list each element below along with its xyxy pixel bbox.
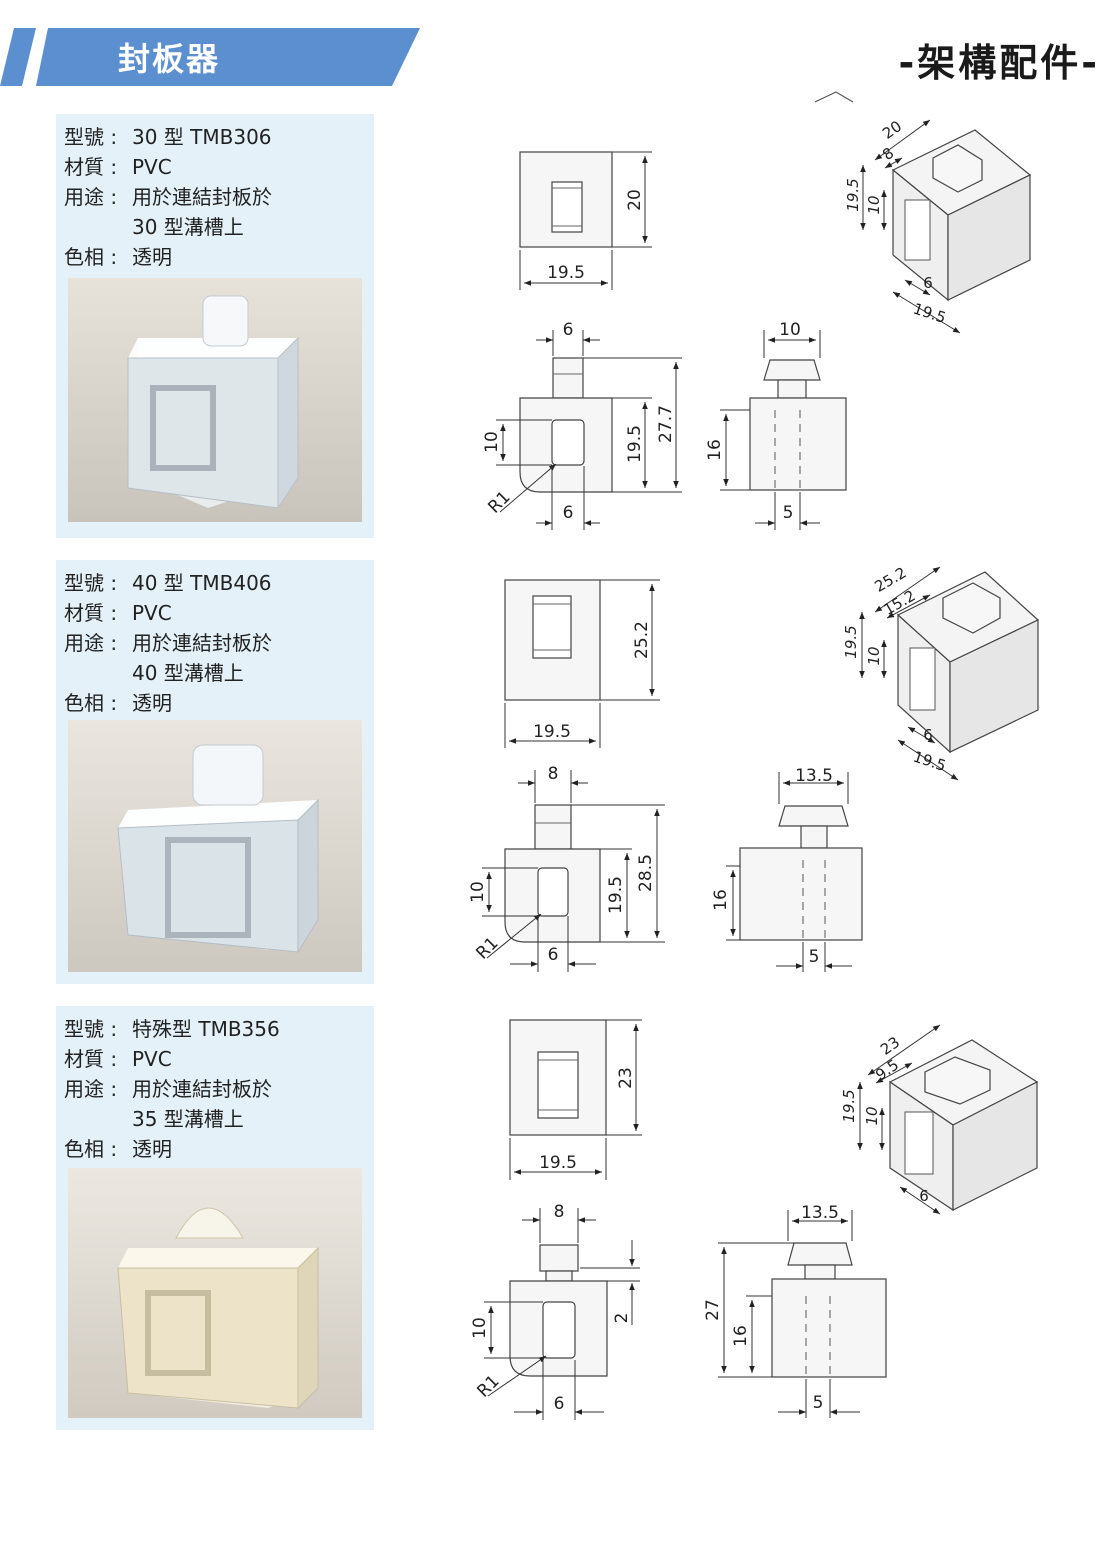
dim-front-height: 23 (616, 1067, 636, 1089)
color-label: 色相 : (64, 1137, 118, 1161)
front-view-tmb406: 25.2 19.5 (504, 579, 660, 748)
spec-list: 型號 : 40 型 TMB406 材質 : PVC 用途 : 用於連結封板於 40 型… (64, 568, 272, 718)
dim-iso-height: 19.5 (840, 1089, 858, 1122)
material-value: PVC (132, 1047, 172, 1071)
dim-side-slot: 10 (468, 881, 488, 903)
color-value: 透明 (132, 245, 172, 269)
page-title: 封板器 (118, 40, 221, 78)
material-value: PVC (132, 155, 172, 179)
dim-side-top: 8 (548, 764, 559, 784)
dim-side-bottom: 6 (548, 945, 559, 965)
front-view-tmb356: 23 19.5 (509, 1019, 642, 1180)
model-label: 型號 : (64, 125, 118, 149)
color-label: 色相 : (64, 691, 118, 715)
usage-label: 用途 : (64, 1077, 118, 1101)
dim-iso-6: 6 (923, 274, 933, 292)
usage-label: 用途 : (64, 631, 118, 655)
dim-end-bottom: 5 (809, 947, 820, 967)
material-label: 材質 : (64, 1047, 118, 1071)
dim-end-bottom: 5 (783, 503, 794, 523)
spec-list: 型號 : 特殊型 TMB356 材質 : PVC 用途 : 用於連結封板於 35 型溝… (64, 1014, 280, 1164)
product-card-tmb306: 型號 : 30 型 TMB306 材質 : PVC 用途 : 用於連結封板於 30 型… (56, 114, 374, 538)
dim-iso-6: 6 (923, 726, 933, 744)
dim-iso-6: 6 (919, 1187, 929, 1205)
dim-iso-width: 19.5 (911, 748, 948, 775)
iso-view-tmb406: 25.2 15.2 19.5 10 6 19.5 (842, 564, 1040, 781)
dim-iso-width: 19.5 (911, 300, 948, 327)
dim-end-top: 13.5 (795, 766, 833, 786)
usage-label: 用途 : (64, 185, 118, 209)
dim-front-width: 19.5 (539, 1153, 577, 1173)
iso-view-tmb306: 20 8 19.5 10 6 19.5 (844, 117, 1032, 334)
dim-side-total: 27.7 (656, 405, 676, 443)
dim-side-top: 8 (554, 1202, 565, 1222)
product-photo (68, 278, 362, 522)
material-label: 材質 : (64, 155, 118, 179)
dim-side-radius: R1 (484, 487, 514, 517)
product-photo (68, 720, 362, 972)
usage-value-line2: 40 型溝槽上 (132, 661, 244, 685)
front-view-tmb306: 20 19.5 (519, 151, 652, 290)
dim-end-total: 27 (703, 1299, 723, 1321)
dim-front-width: 19.5 (547, 263, 585, 283)
side-view-tmb356: 8 10 2 R1 6 (470, 1202, 640, 1420)
dim-side-radius: R1 (473, 1371, 503, 1401)
usage-value: 用於連結封板於 (132, 631, 272, 655)
dim-side-top: 6 (563, 320, 574, 340)
spec-list: 型號 : 30 型 TMB306 材質 : PVC 用途 : 用於連結封板於 30 型… (64, 122, 272, 272)
dim-iso-height: 19.5 (844, 178, 862, 211)
model-value: 40 型 TMB406 (132, 571, 272, 595)
side-view-tmb406: 8 10 19.5 28.5 R1 6 (468, 764, 665, 972)
dim-iso-slot: 10 (863, 1106, 881, 1125)
dim-side-body: 2 (612, 1313, 632, 1324)
model-value: 30 型 TMB306 (132, 125, 272, 149)
dim-end-bottom: 5 (813, 1393, 824, 1413)
category-title: -架構配件- (898, 41, 1100, 85)
dim-iso-height: 19.5 (842, 625, 860, 658)
dim-iso-slot: 10 (865, 646, 883, 665)
product-card-tmb406: 型號 : 40 型 TMB406 材質 : PVC 用途 : 用於連結封板於 40 型… (56, 560, 374, 984)
end-view-tmb406: 13.5 16 5 (711, 766, 863, 972)
model-label: 型號 : (64, 571, 118, 595)
dim-front-height: 25.2 (632, 621, 652, 659)
dim-side-radius: R1 (472, 933, 502, 963)
dim-front-height: 20 (625, 189, 645, 211)
iso-view-tmb356: 23 9.5 19.5 10 6 (840, 1024, 1039, 1215)
dim-end-height: 16 (711, 889, 731, 911)
material-label: 材質 : (64, 601, 118, 625)
usage-value: 用於連結封板於 (132, 1077, 272, 1101)
dim-side-bottom: 6 (554, 1394, 565, 1414)
end-view-tmb356: 13.5 27 16 5 (703, 1203, 887, 1418)
model-value: 特殊型 TMB356 (132, 1017, 280, 1041)
material-value: PVC (132, 601, 172, 625)
dim-iso-slot: 10 (865, 195, 883, 214)
color-value: 透明 (132, 1137, 172, 1161)
title-banner (0, 28, 420, 86)
model-label: 型號 : (64, 1017, 118, 1041)
product-photo (68, 1168, 362, 1418)
dim-end-height: 16 (705, 439, 725, 461)
usage-value-line2: 30 型溝槽上 (132, 215, 244, 239)
dim-side-body: 19.5 (606, 876, 626, 914)
dim-side-total: 28.5 (636, 854, 656, 892)
dim-side-body: 19.5 (625, 425, 645, 463)
dim-side-bottom: 6 (563, 503, 574, 523)
dim-front-width: 19.5 (533, 722, 571, 742)
dim-end-top: 10 (779, 320, 801, 340)
dim-side-slot: 10 (470, 1317, 490, 1339)
dim-side-slot: 10 (482, 431, 502, 453)
dim-end-top: 13.5 (801, 1203, 839, 1223)
dim-iso-width-top: 23 (877, 1033, 903, 1059)
end-view-tmb306: 10 16 5 (705, 320, 847, 530)
side-view-tmb306: 6 10 19.5 27.7 R1 6 (482, 320, 682, 530)
usage-value: 用於連結封板於 (132, 185, 272, 209)
usage-value-line2: 35 型溝槽上 (132, 1107, 244, 1131)
color-value: 透明 (132, 691, 172, 715)
color-label: 色相 : (64, 245, 118, 269)
dim-iso-width-top: 20 (879, 117, 905, 143)
product-card-tmb356: 型號 : 特殊型 TMB356 材質 : PVC 用途 : 用於連結封板於 35 型溝… (56, 1006, 374, 1430)
dim-end-height: 16 (731, 1325, 751, 1347)
dim-iso-offset: 8 (879, 144, 897, 164)
